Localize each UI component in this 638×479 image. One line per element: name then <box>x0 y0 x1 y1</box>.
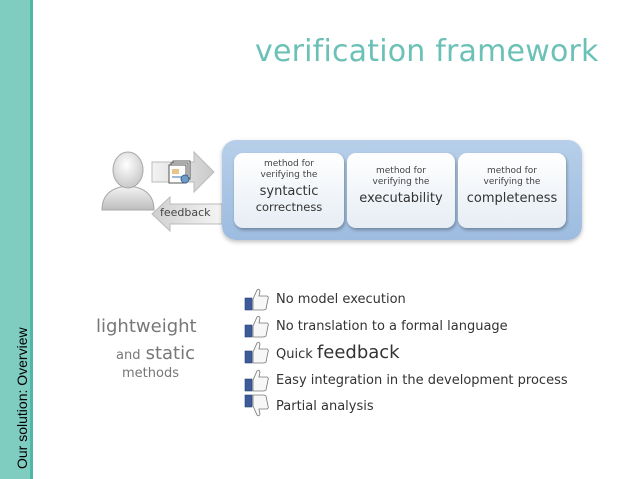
method-box-completeness: method for verifying the completeness <box>458 153 566 228</box>
item-text-prefix: Quick <box>276 346 313 362</box>
lightweight-label: lightweight <box>96 316 197 337</box>
sidebar-divider <box>30 0 33 479</box>
method-label-line2: verifying the <box>372 177 430 187</box>
list-item: Quick feedback <box>244 339 400 365</box>
method-label-line2: verifying the <box>260 170 318 180</box>
item-text: No model execution <box>276 291 406 307</box>
method-label-correctness: correctness <box>255 200 323 214</box>
thumb-up-icon <box>244 341 269 364</box>
model-document-icon <box>168 160 191 184</box>
thumb-up-icon <box>244 369 269 392</box>
item-text: No translation to a formal language <box>276 318 508 334</box>
and-label: and <box>116 348 141 363</box>
method-label-line2: verifying the <box>483 177 541 187</box>
method-label-executability: executability <box>359 191 443 206</box>
item-text-feedback: feedback <box>316 341 400 363</box>
method-label-completeness: completeness <box>466 191 558 206</box>
thumb-up-icon <box>244 288 269 311</box>
sidebar-bar <box>0 0 30 479</box>
method-label-line1: method for <box>376 166 426 176</box>
thumb-down-icon <box>244 394 269 417</box>
static-label: static <box>145 343 195 364</box>
list-item: No model execution <box>244 286 406 312</box>
method-label-line1: method for <box>264 159 314 169</box>
and-static-label: and static <box>116 343 195 364</box>
list-item: No translation to a formal language <box>244 313 508 339</box>
list-item: Partial analysis <box>244 393 374 419</box>
thumb-up-icon <box>244 315 269 338</box>
method-box-syntactic: method for verifying the syntactic corre… <box>234 153 344 228</box>
user-icon <box>101 151 155 211</box>
arrow-left-icon <box>151 196 223 232</box>
slide-title: verification framework <box>255 34 599 69</box>
feedback-label: feedback <box>160 206 211 219</box>
item-text: Quick feedback <box>276 342 400 363</box>
list-item: Easy integration in the development proc… <box>244 367 568 393</box>
methods-label: methods <box>122 366 179 381</box>
method-box-executability: method for verifying the executability <box>347 153 455 228</box>
item-text: Easy integration in the development proc… <box>276 372 568 388</box>
item-text: Partial analysis <box>276 398 374 414</box>
method-label-syntactic: syntactic <box>259 184 319 199</box>
sidebar-title: Our solution: Overview <box>14 327 30 469</box>
method-label-line1: method for <box>487 166 537 176</box>
